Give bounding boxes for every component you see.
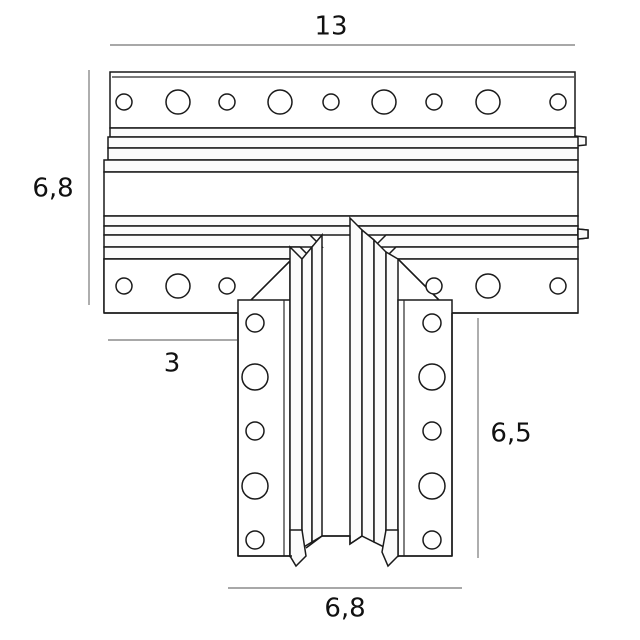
- dimension-label-right-height: 6,5: [490, 419, 531, 449]
- hole-small: [115, 93, 133, 111]
- top-web-face: [103, 171, 579, 217]
- hole-large: [267, 89, 293, 115]
- hole-small: [322, 93, 340, 111]
- hole-small: [549, 93, 567, 111]
- hole-large: [165, 273, 191, 299]
- right-leg-fold-b: [361, 228, 375, 544]
- top-band-5: [103, 215, 579, 227]
- hole-large: [241, 363, 269, 391]
- hole-small: [425, 277, 443, 295]
- top-band-3: [107, 147, 579, 161]
- right-wing-band-1: [372, 234, 579, 248]
- hole-small: [245, 421, 265, 441]
- left-leg-fold-b: [301, 244, 313, 550]
- right-leg-fold-a: [373, 238, 387, 550]
- hole-large: [241, 472, 269, 500]
- hole-small: [245, 313, 265, 333]
- top-band-2: [107, 136, 579, 149]
- hole-small: [218, 93, 236, 111]
- left-wing-band-2: [103, 246, 314, 260]
- top-band-4: [103, 159, 579, 173]
- dimension-label-bottom-width: 6,8: [324, 594, 365, 624]
- left-leg-bottom-tab: [289, 529, 307, 568]
- left-wing-band-1: [103, 234, 324, 248]
- hole-small: [422, 313, 442, 333]
- hole-large: [475, 89, 501, 115]
- hole-large: [371, 89, 397, 115]
- right-wing-band-2: [382, 246, 579, 260]
- hole-small: [422, 530, 442, 550]
- top-band-6: [103, 225, 579, 236]
- right-leg-fold-c: [349, 216, 363, 546]
- dimension-lines-group: [88, 44, 575, 589]
- hole-large: [165, 89, 191, 115]
- top-flange-hole-row: [115, 89, 567, 115]
- right-leg-fold-d: [385, 250, 399, 558]
- dimension-text-group: 13 6,8 3 6,5 6,8: [32, 12, 531, 624]
- dimension-label-left-height: 6,8: [32, 174, 73, 204]
- hole-small: [422, 421, 442, 441]
- hole-large: [418, 363, 446, 391]
- hole-small: [425, 93, 443, 111]
- hole-small: [115, 277, 133, 295]
- right-leg-bottom-tab: [381, 529, 399, 568]
- dimension-label-top-width: 13: [314, 12, 347, 42]
- left-leg-hole-column: [241, 313, 269, 550]
- left-leg-fold-c: [311, 232, 323, 544]
- top-band-1: [109, 127, 576, 138]
- right-leg-hole-column: [418, 313, 446, 550]
- lower-flange-hole-row: [115, 273, 567, 299]
- left-leg-fold-a: [289, 245, 303, 558]
- hole-small: [245, 530, 265, 550]
- central-channel-bottom: [305, 535, 363, 549]
- hole-small: [549, 277, 567, 295]
- hole-small: [218, 277, 236, 295]
- top-flange-group: [103, 71, 589, 240]
- lower-right-tab: [577, 228, 589, 240]
- dimension-label-leg-thickness: 3: [164, 349, 181, 379]
- hole-large: [475, 273, 501, 299]
- hole-large: [418, 472, 446, 500]
